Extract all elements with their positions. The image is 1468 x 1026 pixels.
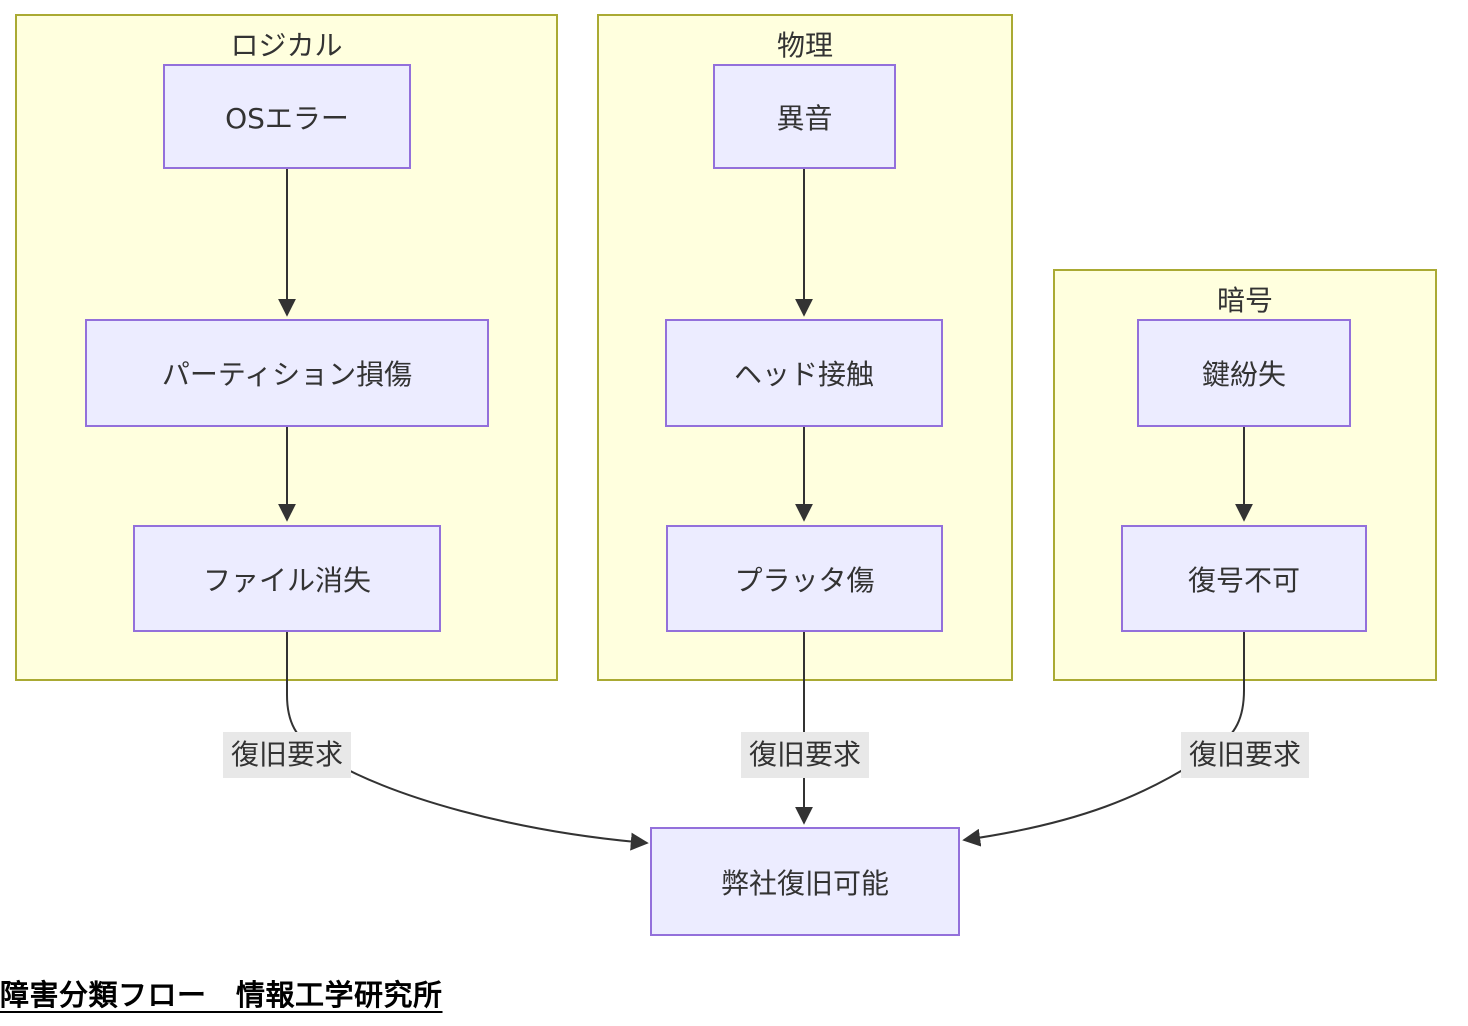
- cluster-logical-title: ロジカル: [230, 29, 343, 62]
- node-platter-scratch-label: プラッタ傷: [734, 563, 875, 597]
- node-decrypt-impossible-label: 復号不可: [1187, 563, 1300, 597]
- node-decrypt-impossible: 復号不可: [1121, 525, 1367, 632]
- node-os-error: OSエラー: [163, 64, 411, 169]
- edge-label-recovery-request-3: 復旧要求: [1181, 732, 1310, 778]
- node-head-contact: ヘッド接触: [665, 319, 943, 427]
- node-platter-scratch: プラッタ傷: [666, 525, 943, 632]
- cluster-physical-title: 物理: [776, 29, 833, 62]
- node-abnormal-noise: 異音: [713, 64, 896, 169]
- node-recovery-possible-label: 弊社復旧可能: [720, 866, 889, 900]
- node-partition-damage-label: パーティション損傷: [161, 358, 413, 391]
- diagram-caption: 障害分類フロー 情報工学研究所: [0, 978, 443, 1012]
- edge-label-recovery-request-1: 復旧要求: [223, 732, 352, 778]
- node-head-contact-label: ヘッド接触: [733, 358, 874, 391]
- node-file-loss: ファイル消失: [133, 525, 441, 632]
- node-recovery-possible: 弊社復旧可能: [650, 827, 960, 936]
- node-abnormal-noise-label: 異音: [776, 101, 833, 135]
- node-file-loss-label: ファイル消失: [202, 563, 371, 597]
- node-partition-damage: パーティション損傷: [85, 319, 489, 427]
- cluster-crypto-title: 暗号: [1216, 284, 1273, 317]
- node-os-error-label: OSエラー: [225, 101, 349, 135]
- node-key-loss-label: 鍵紛失: [1201, 358, 1286, 391]
- edge-label-recovery-request-2: 復旧要求: [741, 732, 870, 778]
- node-key-loss: 鍵紛失: [1137, 319, 1351, 427]
